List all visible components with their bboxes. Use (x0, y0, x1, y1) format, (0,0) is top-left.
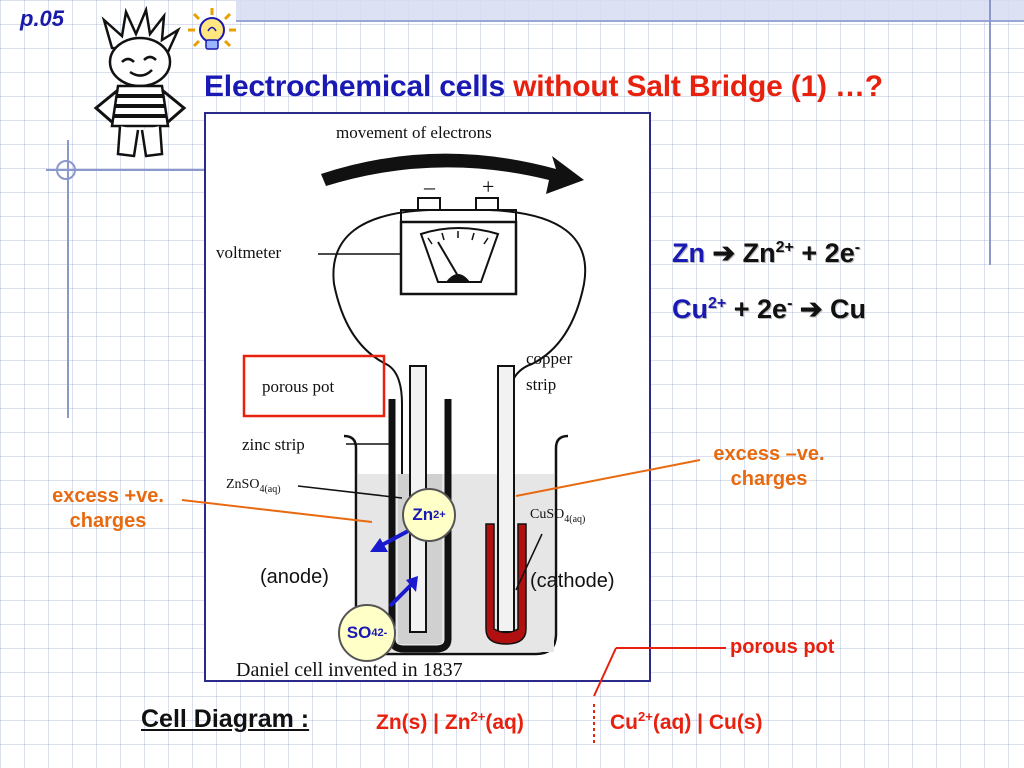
cd-right-part1: Cu (610, 711, 638, 734)
cell-diagram-cathode-side: Cu2+(aq) | Cu(s) (610, 709, 763, 735)
cd-left-part2: (aq) (485, 711, 524, 734)
voltmeter-label: voltmeter (216, 243, 281, 262)
page-number: p.05 (20, 6, 65, 31)
zn-ion-charge: 2+ (433, 509, 446, 521)
eq1-reactant: Zn (672, 238, 705, 268)
plus-terminal-label: + (482, 174, 494, 199)
excess-positive-line1: excess +ve. (52, 485, 164, 507)
eq1-electrons: + 2e (793, 238, 855, 268)
zinc-strip-label: zinc strip (242, 435, 305, 454)
title-part-2: without Salt Bridge (1) …? (513, 70, 883, 103)
eq2-product: Cu (830, 294, 867, 324)
title-part-1: Electrochemical cells (204, 70, 505, 103)
eq2-arrow: ➔ (799, 294, 823, 324)
eq2-reactant-charge: 2+ (708, 295, 727, 312)
cuso4-label: CuSO4(aq) (530, 507, 585, 525)
beaker (343, 434, 569, 656)
porous-pot-annotation: porous pot (730, 636, 835, 658)
excess-negative-line2: charges (730, 468, 808, 490)
excess-positive-line2: charges (69, 510, 147, 532)
excess-positive-charges-label: excess +ve. charges (30, 484, 186, 534)
anode-label: (anode) (260, 566, 329, 588)
so4-ion-symbol: SO (346, 623, 372, 642)
cd-left-part1: Zn(s) | Zn (376, 711, 471, 734)
eq1-arrow: ➔ (712, 238, 736, 268)
zn-ion-symbol: Zn (412, 505, 434, 524)
cell-diagram-anode-side: Zn(s) | Zn2+(aq) (376, 709, 524, 735)
diagram-caption: Daniel cell invented in 1837 (236, 659, 463, 680)
eq1-product: Zn (742, 238, 776, 268)
cd-left-charge: 2+ (470, 709, 486, 724)
eq1-electron-charge: - (854, 239, 861, 256)
eq2-electron-charge: - (787, 295, 793, 312)
cd-right-charge: 2+ (638, 709, 653, 724)
lightbulb-icon (188, 8, 236, 50)
cd-right-part2: (aq) | Cu(s) (652, 711, 763, 734)
copper-strip-label-line2: strip (526, 375, 556, 394)
copper-strip-label-line1: copper (526, 349, 573, 368)
so4-ion-charge: 2- (377, 627, 388, 639)
cartoon-boy-illustration (93, 6, 187, 158)
cathode-label: (cathode) (530, 570, 615, 592)
cell-diagram-label: Cell Diagram : (141, 705, 310, 733)
daniel-cell-diagram: movement of electrons – + voltmeter poro… (204, 112, 651, 682)
slide-title: Electrochemical cells without Salt Bridg… (204, 70, 883, 104)
porous-pot-highlight-box (242, 354, 386, 418)
eq2-reactant: Cu (672, 294, 708, 324)
porous-pot-diagram-label: porous pot (262, 377, 335, 396)
movement-of-electrons-label: movement of electrons (336, 123, 492, 142)
so4-ion-subscript: 4 (371, 627, 378, 639)
oxidation-equation: Zn ➔ Zn2+ + 2e- (672, 238, 860, 269)
daniel-cell-drawing: movement of electrons – + voltmeter poro… (216, 123, 587, 680)
minus-terminal-label: – (423, 174, 436, 199)
znso4-label: ZnSO4(aq) (226, 477, 281, 495)
reduction-equation: Cu2+ + 2e- ➔ Cu (672, 294, 866, 325)
excess-negative-line1: excess –ve. (713, 443, 825, 465)
eq2-electrons: + 2e (726, 294, 788, 324)
excess-negative-charges-label: excess –ve. charges (690, 442, 848, 492)
eq1-product-charge: 2+ (775, 239, 794, 256)
electron-flow-arrow (321, 153, 584, 194)
